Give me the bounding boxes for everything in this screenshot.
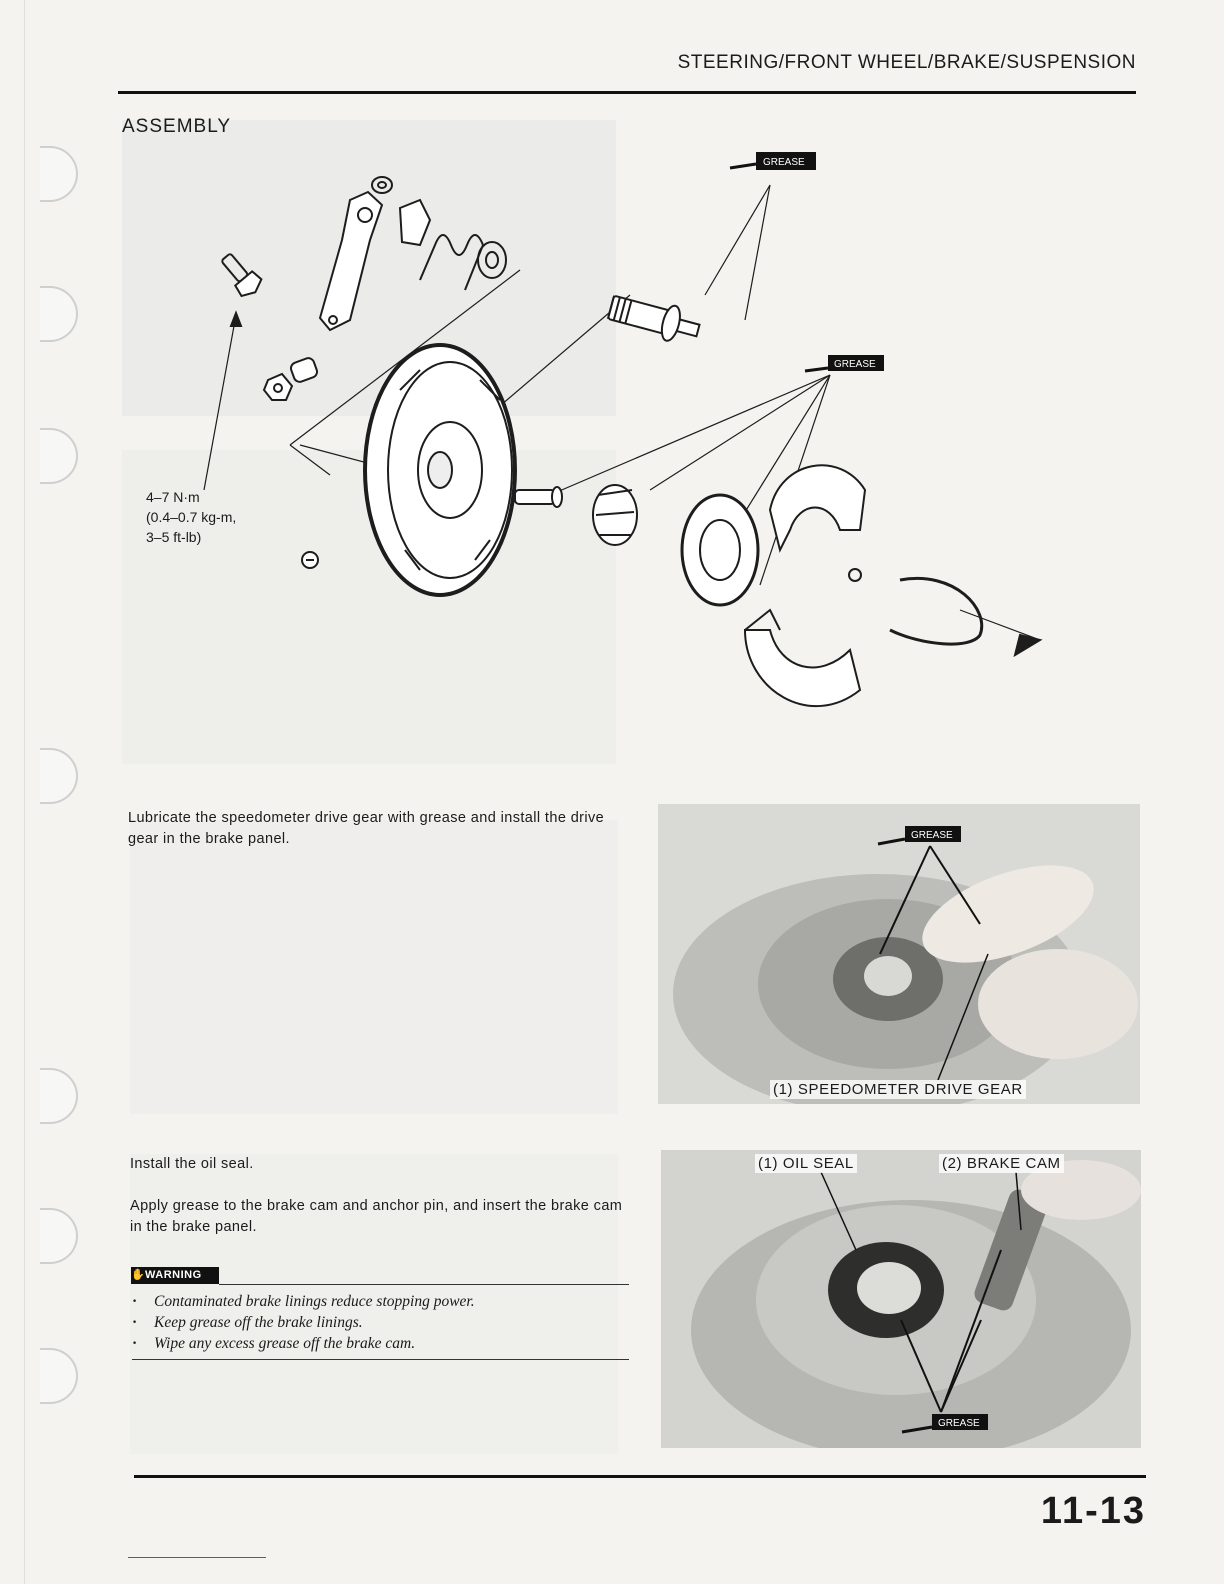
binder-hole — [40, 286, 78, 342]
step2-instruction-1: Install the oil seal. — [130, 1156, 254, 1172]
oil-seal-brake-cam-photo-art — [691, 1160, 1141, 1448]
binder-hole — [40, 748, 78, 804]
brake-assembly-diagram: GREASE GREASE — [203, 152, 1043, 708]
svg-text:GREASE: GREASE — [834, 359, 876, 370]
svg-text:GREASE: GREASE — [763, 157, 805, 168]
page-header-title: STEERING/FRONT WHEEL/BRAKE/SUSPENSION — [677, 52, 1136, 73]
warning-item: Keep grease off the brake linings. — [132, 1312, 475, 1333]
step2-instruction-2: Apply grease to the brake cam and anchor… — [130, 1198, 623, 1235]
footer-link-line — [128, 1557, 266, 1558]
show-through-panel — [122, 120, 616, 416]
warning-list: Contaminated brake linings reduce stoppi… — [132, 1291, 475, 1354]
speedometer-gear-label: (1) SPEEDOMETER DRIVE GEAR — [770, 1080, 1026, 1099]
binder-hole — [40, 1348, 78, 1404]
torque-line: (0.4–0.7 kg-m, — [146, 509, 237, 525]
page-margin-line — [24, 0, 25, 1584]
binder-hole — [40, 146, 78, 202]
grease-applicator-icon: GREASE — [729, 152, 816, 170]
torque-spec: 4–7 N·m (0.4–0.7 kg-m, 3–5 ft-lb) — [146, 487, 236, 547]
assembly-heading: ASSEMBLY — [122, 116, 232, 137]
binder-hole — [40, 1068, 78, 1124]
grease-applicator-icon: GREASE — [804, 355, 884, 373]
warning-badge: ✋WARNING — [131, 1267, 219, 1284]
warning-item: Contaminated brake linings reduce stoppi… — [132, 1291, 475, 1312]
hand-warning-icon: ✋ — [131, 1269, 146, 1281]
torque-line: 3–5 ft-lb) — [146, 529, 202, 545]
speedometer-gear-photo: GREASE (1) SPEEDOMETER DRIVE GEAR — [658, 804, 1140, 1104]
brake-cam-label: (2) BRAKE CAM — [939, 1154, 1064, 1173]
svg-text:GREASE: GREASE — [938, 1418, 980, 1429]
speedometer-gear-photo-art — [673, 845, 1138, 1104]
header-rule — [118, 91, 1136, 94]
grease-applicator-icon: GREASE — [901, 1414, 988, 1434]
footer-rule — [134, 1475, 1146, 1478]
svg-text:GREASE: GREASE — [911, 830, 953, 841]
binder-hole — [40, 1208, 78, 1264]
oil-seal-label: (1) OIL SEAL — [755, 1154, 857, 1173]
show-through-panel — [130, 820, 618, 1114]
step1-instruction: Lubricate the speedometer drive gear wit… — [128, 810, 605, 847]
page-number: 11-13 — [1040, 1490, 1146, 1532]
torque-line: 4–7 N·m — [146, 489, 200, 505]
warning-label: WARNING — [145, 1269, 202, 1281]
warning-rule-top — [219, 1284, 629, 1285]
grease-applicator-icon: GREASE — [877, 826, 961, 846]
warning-rule-bottom — [132, 1359, 629, 1360]
oil-seal-brake-cam-photo: (1) OIL SEAL (2) BRAKE CAM GREASE — [661, 1150, 1141, 1448]
warning-item: Wipe any excess grease off the brake cam… — [132, 1333, 475, 1354]
binder-hole — [40, 428, 78, 484]
